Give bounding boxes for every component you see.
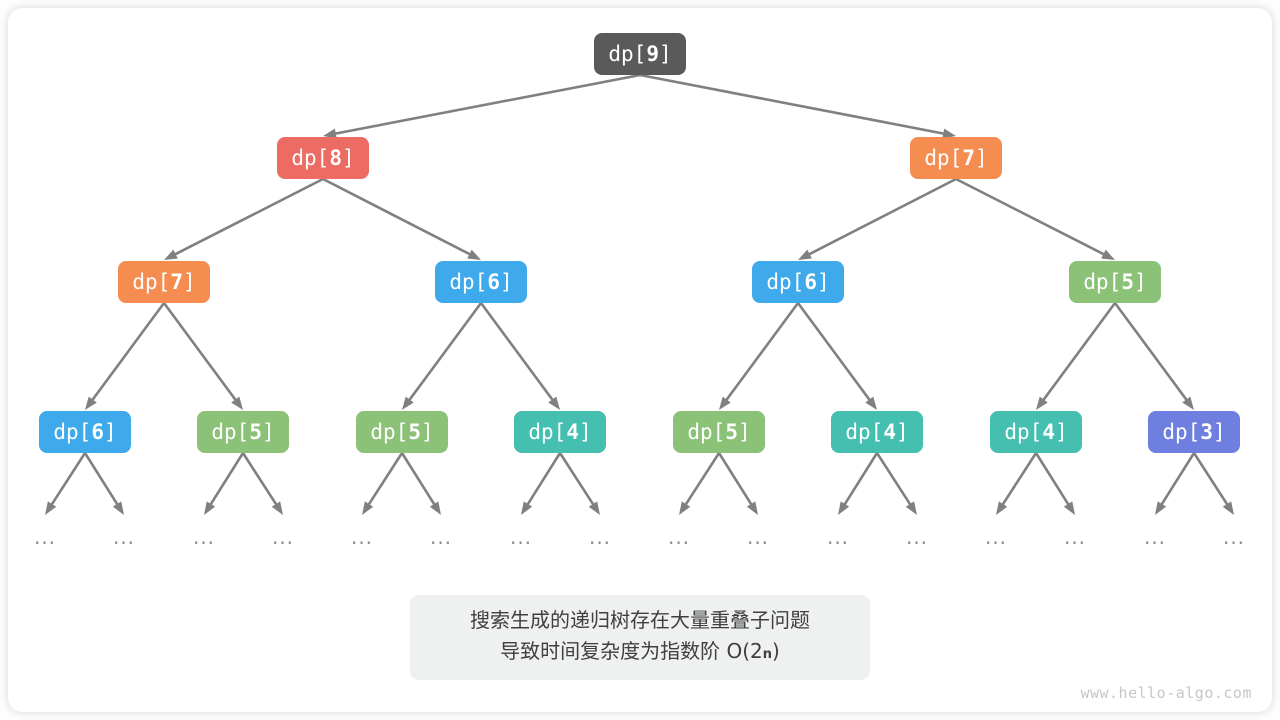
node-label-suffix: ] (182, 270, 196, 294)
node-label-prefix: dp[ (132, 270, 171, 294)
ellipsis-marker: ... (984, 525, 1008, 549)
ellipsis-marker: ... (1143, 525, 1167, 549)
ellipsis-marker: ... (271, 525, 295, 549)
node-label-prefix: dp[ (845, 420, 884, 444)
node-label-index: 4 (566, 420, 579, 444)
node-label-prefix: dp[ (291, 146, 330, 170)
node-label-index: 5 (249, 420, 262, 444)
node-label-index: 4 (1042, 420, 1055, 444)
tree-node-dp-4: dp[4] (990, 411, 1082, 453)
tree-node-dp-3: dp[3] (1148, 411, 1240, 453)
node-label-prefix: dp[ (687, 420, 726, 444)
node-label-suffix: ] (895, 420, 909, 444)
caption-line-1: 搜索生成的递归树存在大量重叠子问题 (470, 608, 810, 632)
node-label-suffix: ] (341, 146, 355, 170)
node-label-index: 3 (1200, 420, 1213, 444)
ellipsis-marker: ... (826, 525, 850, 549)
node-label-suffix: ] (103, 420, 117, 444)
tree-node-dp-6: dp[6] (39, 411, 131, 453)
tree-node-dp-6: dp[6] (752, 261, 844, 303)
node-label-suffix: ] (737, 420, 751, 444)
node-label-prefix: dp[ (528, 420, 567, 444)
node-label-suffix: ] (1133, 270, 1147, 294)
ellipsis-marker: ... (1222, 525, 1246, 549)
tree-node-dp-8: dp[8] (277, 137, 369, 179)
node-label-index: 6 (91, 420, 104, 444)
node-label-index: 6 (804, 270, 817, 294)
ellipsis-marker: ... (905, 525, 929, 549)
node-label-suffix: ] (974, 146, 988, 170)
node-label-index: 8 (329, 146, 342, 170)
node-label-prefix: dp[ (1162, 420, 1201, 444)
caption-line-2-suffix: ) (772, 639, 780, 663)
node-label-suffix: ] (816, 270, 830, 294)
ellipsis-marker: ... (112, 525, 136, 549)
tree-node-dp-6: dp[6] (435, 261, 527, 303)
tree-node-dp-5: dp[5] (673, 411, 765, 453)
node-label-index: 7 (962, 146, 975, 170)
ellipsis-marker: ... (1063, 525, 1087, 549)
node-label-suffix: ] (420, 420, 434, 444)
node-label-index: 5 (408, 420, 421, 444)
ellipsis-marker: ... (509, 525, 533, 549)
node-label-suffix: ] (261, 420, 275, 444)
tree-node-dp-4: dp[4] (514, 411, 606, 453)
node-label-index: 5 (725, 420, 738, 444)
caption-exponent: n (762, 647, 773, 662)
node-label-prefix: dp[ (608, 42, 647, 66)
node-label-prefix: dp[ (1083, 270, 1122, 294)
tree-node-dp-7: dp[7] (910, 137, 1002, 179)
node-label-index: 9 (646, 42, 659, 66)
tree-node-dp-5: dp[5] (197, 411, 289, 453)
node-label-index: 7 (170, 270, 183, 294)
ellipsis-marker: ... (192, 525, 216, 549)
tree-node-dp-7: dp[7] (118, 261, 210, 303)
node-label-suffix: ] (658, 42, 672, 66)
node-label-prefix: dp[ (1004, 420, 1043, 444)
watermark: www.hello-algo.com (1080, 684, 1252, 702)
tree-node-dp-9: dp[9] (594, 33, 686, 75)
node-label-prefix: dp[ (924, 146, 963, 170)
node-label-index: 4 (883, 420, 896, 444)
node-label-suffix: ] (1054, 420, 1068, 444)
tree-node-dp-5: dp[5] (356, 411, 448, 453)
node-label-prefix: dp[ (211, 420, 250, 444)
node-label-index: 5 (1121, 270, 1134, 294)
caption-line-2-prefix: 导致时间复杂度为指数阶 O(2 (500, 639, 763, 663)
node-label-prefix: dp[ (370, 420, 409, 444)
tree-node-dp-4: dp[4] (831, 411, 923, 453)
node-label-suffix: ] (1212, 420, 1226, 444)
ellipsis-marker: ... (429, 525, 453, 549)
ellipsis-marker: ... (33, 525, 57, 549)
tree-node-dp-5: dp[5] (1069, 261, 1161, 303)
node-label-index: 6 (487, 270, 500, 294)
node-label-suffix: ] (499, 270, 513, 294)
ellipsis-marker: ... (667, 525, 691, 549)
node-label-prefix: dp[ (53, 420, 92, 444)
node-label-suffix: ] (578, 420, 592, 444)
ellipsis-marker: ... (588, 525, 612, 549)
node-label-prefix: dp[ (449, 270, 488, 294)
node-label-prefix: dp[ (766, 270, 805, 294)
ellipsis-marker: ... (746, 525, 770, 549)
ellipsis-marker: ... (350, 525, 374, 549)
